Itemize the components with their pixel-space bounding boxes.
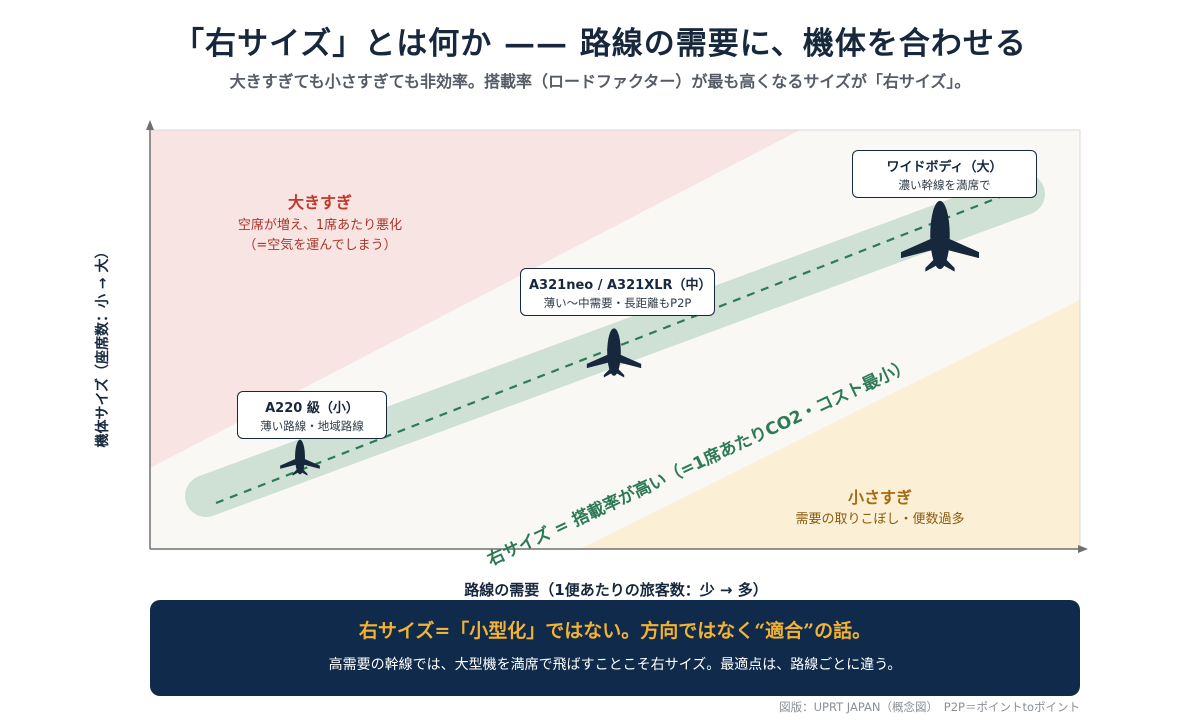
y-axis-arrow [146, 120, 154, 130]
too-small-desc: 需要の取りこぼし・便数過多 [795, 512, 965, 527]
aircraft-tag-medium: A321neo / A321XLR（中） 薄い〜中需要・長距離もP2P [520, 268, 715, 316]
too-big-desc-line1: 空席が増え、1席あたり悪化 [237, 218, 403, 233]
aircraft-desc: 薄い〜中需要・長距離もP2P [543, 296, 692, 310]
banner-body: 高需要の幹線では、大型機を満席で飛ばすことこそ右サイズ。最適点は、路線ごとに違う… [328, 657, 902, 673]
aircraft-desc: 濃い幹線を満席で [898, 178, 991, 192]
source-note: 図版：UPRT JAPAN（概念図） P2P＝ポイントtoポイント [779, 700, 1080, 714]
too-big-desc: 空席が増え、1席あたり悪化 （=空気を運んでしまう） [190, 216, 450, 256]
x-axis-arrow [1078, 545, 1088, 553]
key-message-banner: 右サイズ=「小型化」ではない。方向ではなく“適合”の話。 高需要の幹線では、大型… [150, 600, 1080, 696]
x-axis-label: 路線の需要（1便あたりの旅客数：少 → 多） [464, 581, 768, 599]
aircraft-tag-small: A220 級（小） 薄い路線・地域路線 [237, 391, 387, 439]
banner-headline: 右サイズ=「小型化」ではない。方向ではなく“適合”の話。 [358, 620, 872, 642]
too-big-title: 大きすぎ [287, 193, 352, 212]
zone-too-big [150, 130, 800, 468]
aircraft-name: A321neo / A321XLR（中） [529, 278, 712, 293]
aircraft-name: ワイドボディ（大） [886, 160, 1003, 175]
aircraft-tag-large: ワイドボディ（大） 濃い幹線を満席で [852, 150, 1037, 198]
airplane-icon [280, 439, 320, 476]
aircraft-name: A220 級（小） [265, 401, 359, 416]
too-big-desc-line2: （=空気を運んでしまう） [243, 238, 397, 253]
too-small-title: 小さすぎ [847, 488, 912, 507]
y-axis-label: 機体サイズ（座席数：小 → 大） [95, 244, 111, 448]
airplane-icon [586, 328, 642, 378]
airplane-icon [900, 200, 980, 272]
aircraft-desc: 薄い路線・地域路線 [260, 419, 364, 433]
page-subtitle: 大きすぎても小さすぎても非効率。搭載率（ロードファクター）が最も高くなるサイズが… [229, 72, 971, 91]
page-title: 「右サイズ」とは何か —— 路線の需要に、機体を合わせる [173, 26, 1027, 62]
zone-too-small [580, 300, 1080, 549]
